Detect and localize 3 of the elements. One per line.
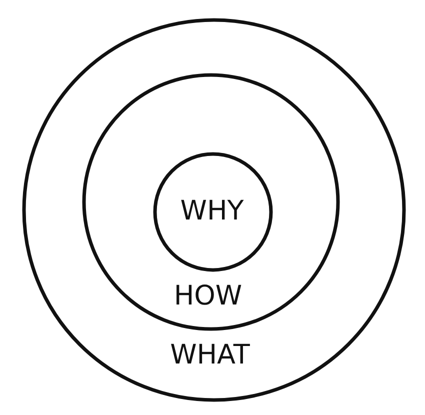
circle-label: HOW — [174, 282, 242, 310]
circle-label: WHAT — [170, 342, 250, 368]
circle-label: WHY — [180, 198, 244, 224]
